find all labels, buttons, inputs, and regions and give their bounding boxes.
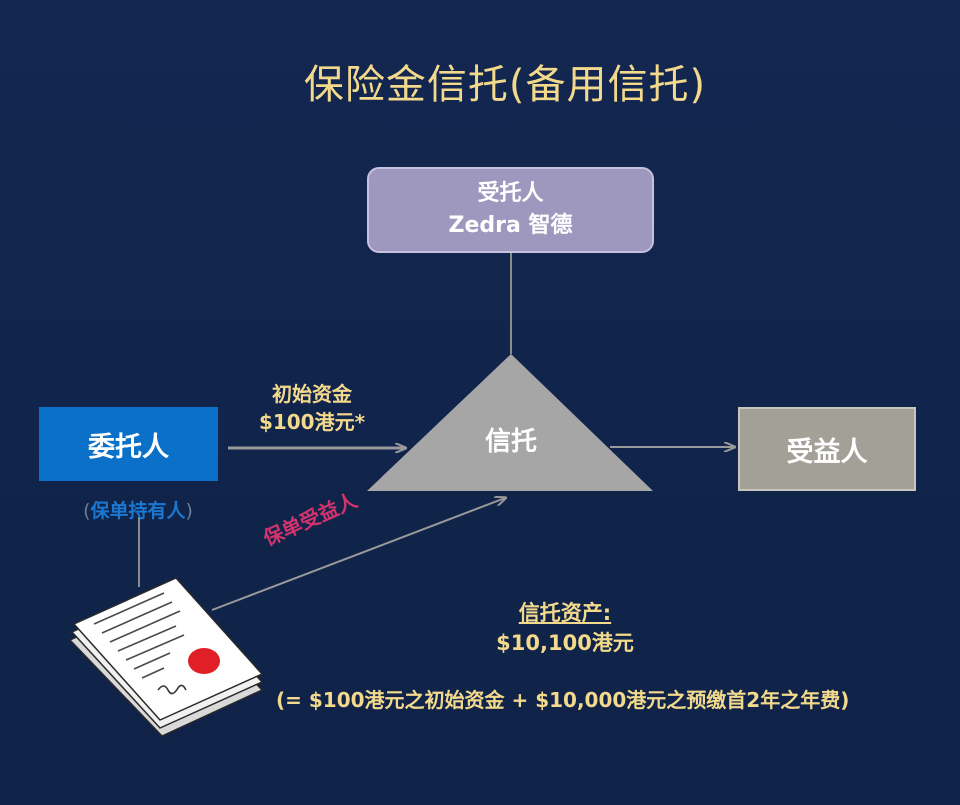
trust-triangle — [367, 354, 653, 491]
trustee-name: Zedra 智德 — [448, 213, 573, 238]
initial-fund-amount: $100港元* — [258, 410, 366, 434]
settlor-box: 委托人 — [39, 407, 218, 481]
policy-beneficiary-arrow — [211, 498, 505, 611]
trust-assets-formula: (= $100港元之初始资金 + $10,000港元之预缴首2年之年费) — [276, 688, 850, 712]
beneficiary-box: 受益人 — [738, 407, 916, 491]
policy-document-icon — [68, 577, 264, 737]
beneficiary-label: 受益人 — [786, 436, 868, 468]
trust-assets: 信托资产: $10,100港元 — [480, 598, 650, 658]
trustee-box: 受托人 Zedra 智德 — [367, 167, 654, 253]
trust-assets-value: $10,100港元 — [496, 631, 634, 655]
paren-close: ) — [185, 500, 193, 522]
trust-label: 信托 — [484, 426, 537, 457]
initial-fund-title: 初始资金 — [272, 382, 352, 406]
policyholder-text: 保单持有人 — [90, 500, 186, 522]
initial-fund-label: 初始资金 $100港元* — [232, 380, 392, 436]
page-title: 保险金信托(备用信托) — [303, 62, 707, 108]
trust-assets-title: 信托资产: — [518, 601, 612, 625]
trustee-title: 受托人 — [477, 181, 544, 206]
settlor-label: 委托人 — [88, 431, 169, 463]
paren-open: ( — [83, 500, 91, 522]
policyholder-label: (保单持有人) — [58, 496, 218, 523]
